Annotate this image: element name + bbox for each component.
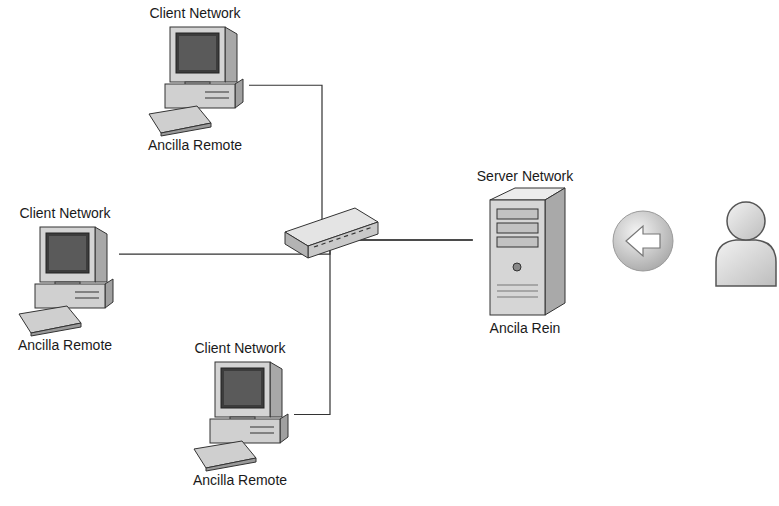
server-node: Server NetworkAncila Rein [473,168,577,337]
network-label: Server Network [477,168,573,185]
user-icon [716,202,776,286]
server-icon [480,185,570,320]
network-switch [285,208,378,258]
request-arrow-ball [613,211,673,271]
host-label: Ancilla Remote [18,337,112,354]
network-label: Client Network [149,5,240,22]
client-node: Client NetworkAncilla Remote [11,205,119,354]
network-label: Client Network [194,340,285,357]
host-label: Ancilla Remote [148,137,242,154]
host-label: Ancila Rein [490,320,561,337]
client-node: Client NetworkAncilla Remote [186,340,294,489]
computer-icon [145,22,245,137]
host-label: Ancilla Remote [193,472,287,489]
network-label: Client Network [19,205,110,222]
computer-icon [15,222,115,337]
network-cable [294,240,473,415]
computer-icon [190,357,290,472]
client-node: Client NetworkAncilla Remote [141,5,249,154]
